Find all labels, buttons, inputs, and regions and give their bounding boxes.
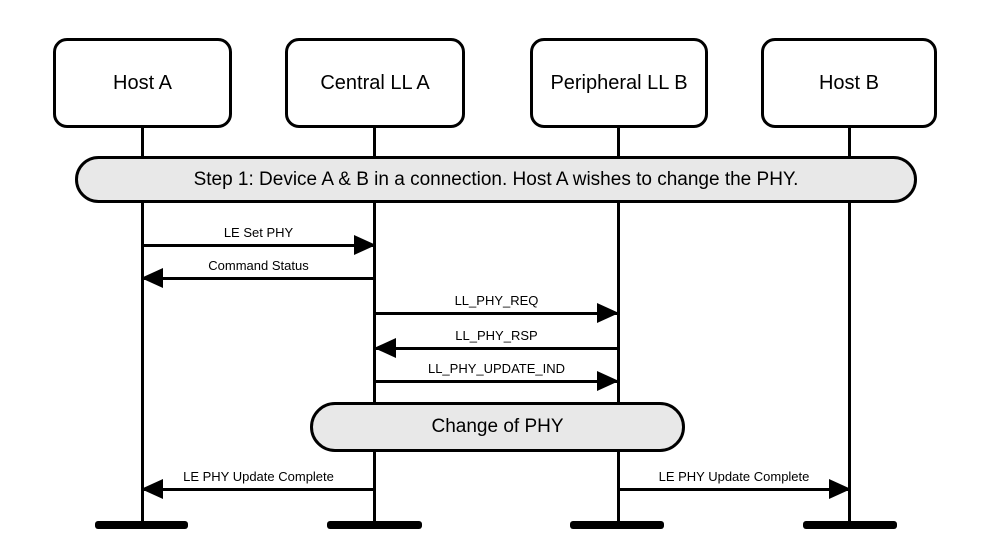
actor-label: Host B bbox=[818, 71, 880, 94]
message-le-phy-update-complete-a: LE PHY Update Complete bbox=[141, 467, 375, 499]
message-label: LE PHY Update Complete bbox=[183, 469, 334, 484]
arrowhead-left-icon bbox=[374, 338, 396, 358]
arrowhead-left-icon bbox=[141, 268, 163, 288]
actor-host-a: Host A bbox=[53, 38, 232, 128]
lifeline-host-b bbox=[848, 128, 851, 525]
arrowhead-right-icon bbox=[597, 303, 619, 323]
actor-peripheral-ll-b: Peripheral LL B bbox=[530, 38, 708, 128]
step-note-label: Step 1: Device A & B in a connection. Ho… bbox=[193, 168, 799, 190]
actor-label: Central LL A bbox=[320, 71, 430, 94]
message-label: LL_PHY_REQ bbox=[454, 293, 539, 308]
message-label: LE PHY Update Complete bbox=[658, 469, 810, 484]
arrow-line bbox=[142, 488, 375, 491]
step-note: Step 1: Device A & B in a connection. Ho… bbox=[75, 156, 917, 203]
actor-central-ll-a: Central LL A bbox=[285, 38, 465, 128]
arrowhead-right-icon bbox=[354, 235, 376, 255]
message-ll-phy-rsp: LL_PHY_RSP bbox=[374, 326, 618, 358]
lifeline-end-bar-host-b bbox=[803, 521, 897, 529]
message-le-phy-update-complete-b: LE PHY Update Complete bbox=[618, 467, 851, 499]
message-label: LL_PHY_RSP bbox=[455, 328, 538, 343]
message-label: Command Status bbox=[208, 258, 309, 273]
arrow-line bbox=[375, 380, 618, 383]
message-command-status: Command Status bbox=[141, 256, 375, 288]
arrowhead-right-icon bbox=[829, 479, 851, 499]
lifeline-peripheral-ll-b bbox=[617, 128, 620, 525]
actor-label: Host A bbox=[113, 71, 172, 94]
process-note-label: Change of PHY bbox=[431, 416, 564, 437]
arrow-line bbox=[618, 488, 850, 491]
lifeline-end-bar-host-a bbox=[95, 521, 188, 529]
lifeline-end-bar-peripheral-ll-b bbox=[570, 521, 664, 529]
arrowhead-right-icon bbox=[597, 371, 619, 391]
process-note-change-of-phy: Change of PHY bbox=[310, 402, 685, 452]
lifeline-central-ll-a bbox=[373, 128, 376, 525]
arrowhead-left-icon bbox=[141, 479, 163, 499]
lifeline-end-bar-central-ll-a bbox=[327, 521, 422, 529]
arrow-line bbox=[375, 312, 618, 315]
message-ll-phy-update-ind: LL_PHY_UPDATE_IND bbox=[375, 359, 619, 391]
actor-host-b: Host B bbox=[761, 38, 937, 128]
message-ll-phy-req: LL_PHY_REQ bbox=[375, 291, 619, 323]
message-label: LL_PHY_UPDATE_IND bbox=[427, 361, 566, 376]
arrow-line bbox=[375, 347, 618, 350]
lifeline-host-a bbox=[141, 128, 144, 525]
arrow-line bbox=[142, 244, 375, 247]
message-label: LE Set PHY bbox=[223, 225, 294, 240]
arrow-line bbox=[142, 277, 375, 280]
message-le-set-phy: LE Set PHY bbox=[142, 223, 376, 255]
actor-label: Peripheral LL B bbox=[550, 71, 688, 94]
